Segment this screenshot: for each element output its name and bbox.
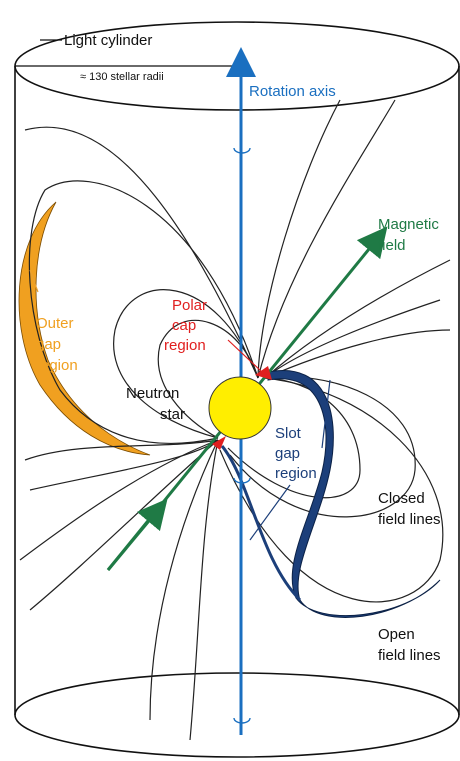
field-line [19,439,219,561]
field-line [229,376,416,518]
field-line [257,99,396,379]
field-line [113,289,259,439]
open-field-label-2: field lines [378,647,441,664]
slot-gap-label-2: gap [275,445,300,462]
polar-cap-leader [227,339,263,373]
field-line [264,329,451,379]
polar-cap-north [255,366,272,380]
rotation-arrow-icon [233,477,251,484]
polar-cap-south [212,436,226,450]
neutron-star-label-1: Neutron [126,385,179,402]
magnetic-field-label-1: Magnetic [378,216,439,233]
field-line [149,439,219,721]
field-line [28,180,259,445]
polar-cap-label-1: Polar [172,297,207,314]
outer-gap-crescent [18,201,151,456]
open-field-label-1: Open [378,626,415,643]
closed-field-label-1: Closed [378,490,425,507]
slot-gap-band-lower [220,445,302,602]
field-line [24,126,259,379]
neutron-star-label-2: star [160,406,185,423]
field-line [29,439,219,611]
cylinder-bottom-back [14,672,460,716]
rotation-arrows [233,147,251,724]
field-line [189,439,219,741]
field-line [257,99,341,379]
rotation-arrow-icon [233,147,251,154]
light-cylinder [14,21,460,758]
rotation-axis-label: Rotation axis [249,83,336,100]
radius-label: ≈ 130 stellar radii [80,71,164,83]
rotation-arrow-icon [233,717,251,724]
field-line [29,439,219,491]
field-line [264,259,451,379]
slot-gap-leader-2 [249,484,291,541]
light-cylinder-label: Light cylinder [64,32,152,49]
cylinder-bottom-front [14,714,460,758]
outer-gap-label-3: region [36,357,78,374]
outer-gap-label-1: Outer [36,315,74,332]
field-line [157,319,259,439]
outer-gap-label-2: gap [36,336,61,353]
slot-gap-label-3: region [275,465,317,482]
slot-gap-leader [321,379,331,449]
field-line [24,439,219,461]
slot-gap-band [267,370,441,618]
slot-gap-label-1: Slot [275,425,302,442]
magnetic-field-label-2: field [378,237,406,254]
magnetic-field-arrow-lower [106,498,168,571]
field-line [264,299,441,379]
polar-cap-label-2: cap [172,317,196,334]
field-lines [19,99,451,741]
closed-field-label-2: field lines [378,511,441,528]
outer-gap-leader [29,269,39,293]
neutron-star [208,376,272,440]
polar-cap-label-3: region [164,337,206,354]
